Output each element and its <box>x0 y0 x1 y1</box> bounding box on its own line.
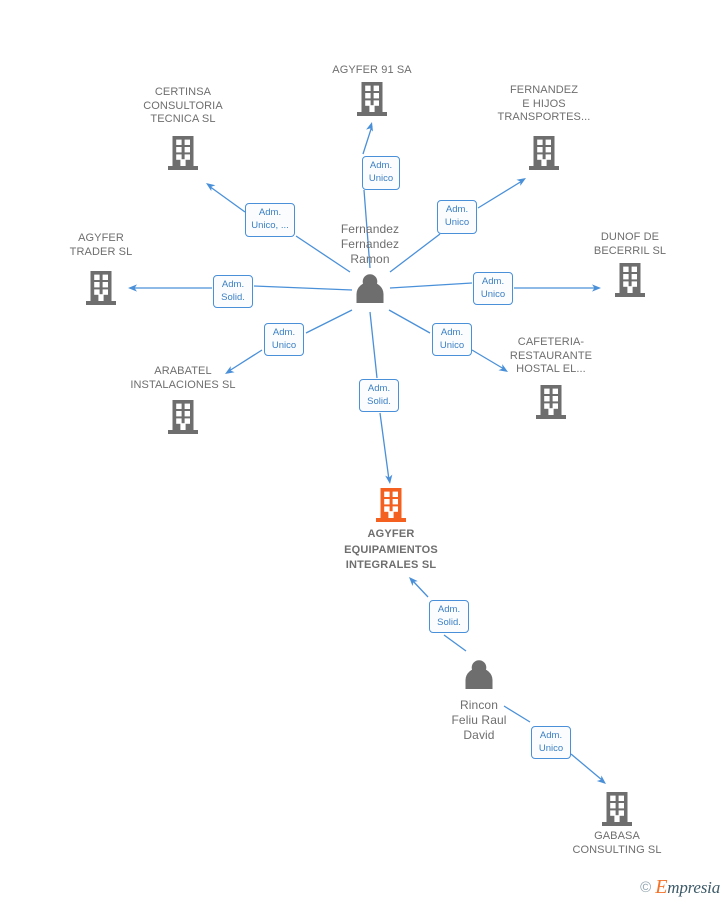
edge-role-label[interactable]: Adm. Unico <box>264 323 304 356</box>
brand-rest: mpresia <box>667 878 720 897</box>
edge-arrowhead <box>366 122 373 132</box>
edge-role-label[interactable]: Adm. Solid. <box>429 600 469 633</box>
edge-arrowhead <box>385 474 393 484</box>
edge-role-label[interactable]: Adm. Unico <box>432 323 472 356</box>
edge-arrowhead <box>596 775 606 784</box>
copyright-icon: © <box>640 879 652 896</box>
person-icon[interactable] <box>465 660 493 689</box>
edge-line <box>411 579 467 652</box>
edge-role-label[interactable]: Adm. Solid. <box>359 379 399 412</box>
edge-arrowhead <box>225 366 235 374</box>
building-icon[interactable] <box>168 400 198 434</box>
edge-role-label[interactable]: Adm. Unico, ... <box>245 203 295 237</box>
brand-wordmark: Empresia <box>655 876 720 899</box>
building-icon[interactable] <box>615 263 645 297</box>
edge-role-label[interactable]: Adm. Unico <box>473 272 513 305</box>
building-icon[interactable] <box>357 82 387 116</box>
building-icon[interactable] <box>168 136 198 170</box>
edge-line <box>503 705 603 781</box>
building-icon[interactable] <box>536 385 566 419</box>
edge-arrowhead <box>409 577 418 587</box>
edge-arrowhead <box>498 364 508 372</box>
edge-line <box>388 309 505 370</box>
edge-line <box>389 282 596 289</box>
empresia-watermark: © Empresia <box>640 876 720 899</box>
edge-line <box>362 125 373 269</box>
edge-line <box>133 285 353 291</box>
edge-lines <box>128 122 606 784</box>
edge-line <box>208 185 351 273</box>
building-icon[interactable] <box>602 792 632 826</box>
edge-arrowhead <box>516 178 526 186</box>
edge-arrowhead <box>592 284 601 292</box>
building-icon[interactable] <box>529 136 559 170</box>
edge-role-label[interactable]: Adm. Unico <box>531 726 571 759</box>
building-icon[interactable] <box>376 488 406 522</box>
edge-arrowhead <box>206 183 216 192</box>
node-icons <box>86 82 645 826</box>
brand-initial: E <box>655 876 668 898</box>
edge-line <box>228 309 353 372</box>
edge-role-label[interactable]: Adm. Unico <box>437 200 477 234</box>
edge-role-label[interactable]: Adm. Solid. <box>213 275 253 308</box>
edge-arrowhead <box>128 284 137 292</box>
person-icon[interactable] <box>356 274 384 303</box>
edge-role-label[interactable]: Adm. Unico <box>362 156 400 190</box>
building-icon[interactable] <box>86 271 116 305</box>
edge-line <box>369 311 390 481</box>
edge-line <box>389 180 523 273</box>
